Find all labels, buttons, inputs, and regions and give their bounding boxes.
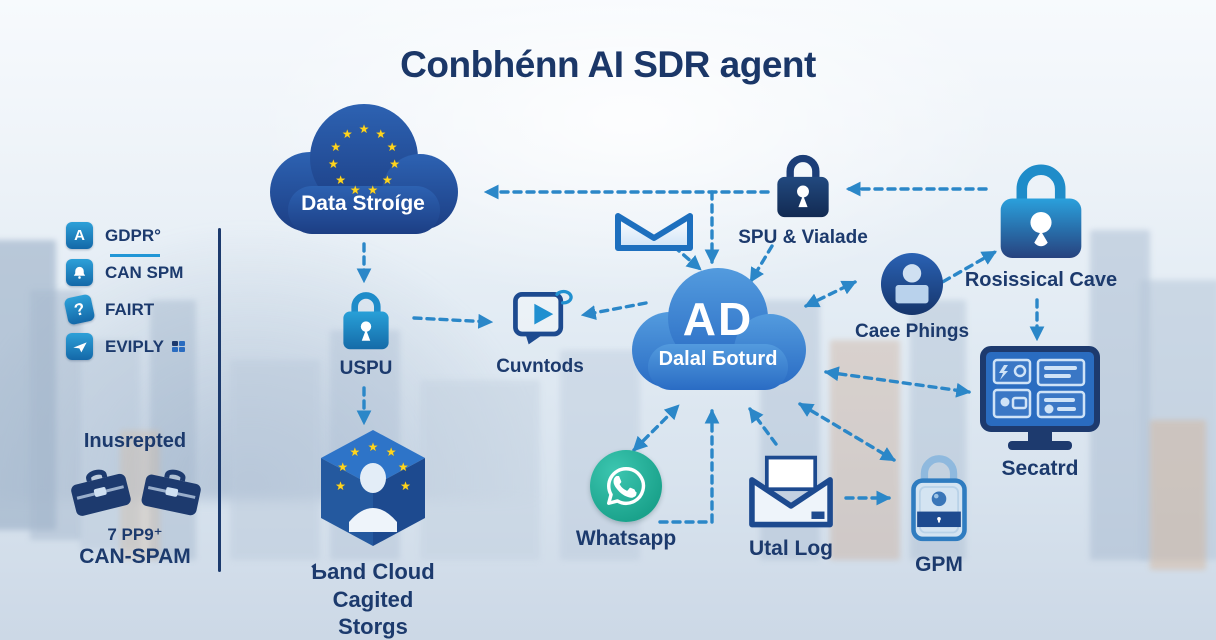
node-label: Utal Log [749,537,833,560]
utal-log-envelope-node: Utal Log [732,452,850,561]
letter-a-icon: A [66,222,93,249]
bell-icon [66,259,93,286]
grid-icon [171,340,186,353]
node-title: AD [682,293,754,345]
node-label: Caee Phings [854,321,970,342]
mail-m-envelope-icon [608,202,700,259]
lock-icon [911,455,967,542]
question-icon: ? [63,293,96,326]
node-subtitle: Dalal Ƃoturd [658,348,778,370]
active-underline [110,254,160,257]
lock-icon [777,154,829,218]
vertical-divider [218,228,221,572]
whatsapp-icon [590,450,662,522]
spu-vialade-lock-node: SPU & Vialade [728,150,878,249]
briefcase-icon [71,469,131,516]
caee-phings-person-node: Caee Phings [848,252,976,343]
sidebar-item-eviply: EVIPLY [66,333,186,360]
node-label: Rosissical Cave [964,269,1118,291]
sidebar-item-label: FAIRT [105,299,155,319]
lock-icon [343,292,389,350]
node-label: SPU & Vialade [738,227,868,248]
node-label: GPM [915,553,963,576]
briefcase-icons [60,457,210,523]
sidebar-item-label: CAN SPM [105,262,184,282]
briefcase-icon [141,469,201,516]
block-line2: CAN-SPAM [79,545,191,568]
data-storage-cloud: ★★★★★★★★★★★ Data Stroíge [256,98,470,246]
node-label: USPU [339,358,393,379]
open-envelope-icon [749,455,833,528]
secatrd-monitor-node: Secatrd [976,346,1104,481]
node-label: Whatsapp [575,527,677,550]
block-line1: 7 PP9⁺ [107,525,163,544]
person-icon [880,252,944,316]
whatsapp-node: Whatsapp [576,450,676,551]
lock-icon [1000,164,1082,259]
node-label: Data Stroíge [301,192,425,215]
page-title: Conbhénn AI SDR agent [400,44,816,85]
sidebar-item-can-spm: CAN SPM [66,259,185,286]
block-title: Inusrepted [83,430,187,452]
chat-play-icon [513,289,573,345]
inusrepted-block: Inusrepted 7 PP9⁺ CAN-SPAM [55,430,215,569]
sidebar-item-gdpr: A GDPR° [66,222,185,257]
sidebar-item-label: GDPR° [105,225,161,245]
cuvntods-chat-node: Cuvntods [492,283,588,378]
rosissical-cave-lock-node: Rosissical Cave [964,158,1118,292]
compliance-sidebar: A GDPR° CAN SPM ? FAIRT EVIPLY [63,222,186,370]
node-label: Secatrd [1001,457,1079,480]
paper-plane-icon [66,333,93,360]
uspu-lock-node: USPU [326,287,406,380]
sidebar-item-fairt: ? FAIRT [63,293,185,326]
central-ad-cloud: AD Dalal Ƃoturd [620,262,816,402]
cloud-icon [270,104,458,234]
eu-cloud-cube-node: ★★★★★★★ Ƅand Cloud Cagited Storgs [298,426,448,640]
dashboard-monitor-icon [980,346,1100,450]
node-label: Ƅand Cloud Cagited Storgs [311,559,435,639]
node-label: Cuvntods [496,356,584,377]
sidebar-item-label: EVIPLY [105,337,186,357]
gpm-lock-node: GPM [894,446,984,577]
